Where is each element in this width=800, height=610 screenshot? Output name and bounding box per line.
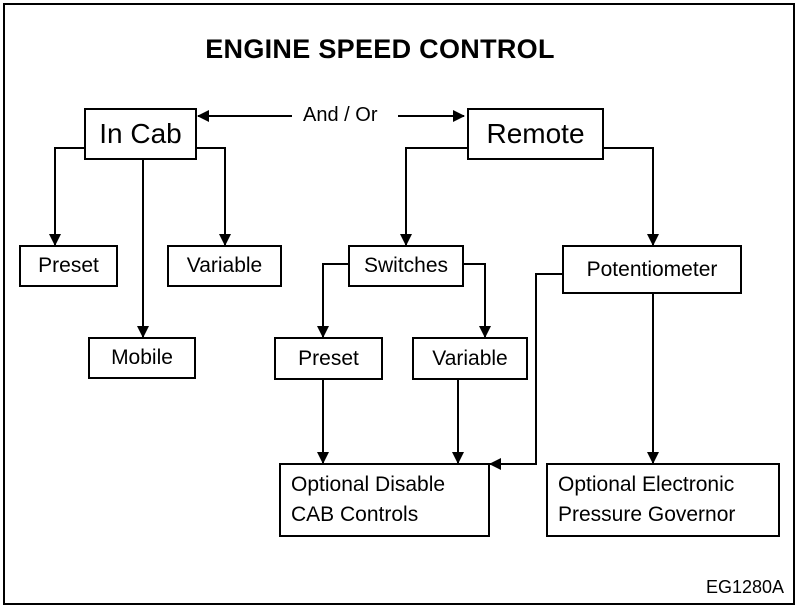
switch-variable-box: Variable	[412, 337, 528, 380]
switches-box: Switches	[348, 245, 464, 287]
and-or-label: And / Or	[303, 104, 378, 127]
mobile-label: Mobile	[111, 346, 173, 369]
switch-variable-label: Variable	[432, 346, 508, 370]
optional-disable-line1: Optional Disable	[291, 473, 446, 496]
cab-variable-label: Variable	[186, 254, 263, 277]
cab-preset-box: Preset	[19, 245, 118, 287]
arrow-remote-to-potentiometer	[604, 147, 659, 246]
arrow-switches-to-variable	[464, 263, 491, 338]
in-cab-box: In Cab	[84, 108, 197, 160]
arrow-in-cab-to-variable	[197, 147, 231, 246]
optional-governor-box: Optional Electronic Pressure Governor	[546, 463, 780, 537]
figure-code: EG1280A	[705, 577, 784, 597]
remote-label: Remote	[486, 118, 585, 149]
arrow-potentiometer-to-disable	[489, 273, 562, 470]
potentiometer-label: Potentiometer	[586, 257, 718, 281]
potentiometer-box: Potentiometer	[562, 245, 742, 294]
switch-preset-label: Preset	[298, 346, 359, 370]
in-cab-label: In Cab	[99, 118, 182, 149]
remote-box: Remote	[467, 108, 604, 160]
switch-preset-box: Preset	[274, 337, 383, 380]
cab-variable-box: Variable	[167, 245, 282, 287]
optional-disable-box: Optional Disable CAB Controls	[279, 463, 490, 537]
mobile-box: Mobile	[88, 337, 196, 379]
arrow-remote-to-switches	[400, 147, 467, 246]
optional-disable-line2: CAB Controls	[291, 503, 419, 526]
optional-governor-line2: Pressure Governor	[558, 503, 736, 526]
arrow-in-cab-to-preset	[49, 147, 84, 246]
optional-governor-line1: Optional Electronic	[558, 473, 735, 496]
cab-preset-label: Preset	[38, 254, 99, 277]
switches-label: Switches	[363, 254, 449, 277]
arrow-switches-to-preset	[317, 263, 348, 338]
diagram-frame	[3, 3, 795, 605]
diagram-title: ENGINE SPEED CONTROL	[205, 34, 555, 64]
